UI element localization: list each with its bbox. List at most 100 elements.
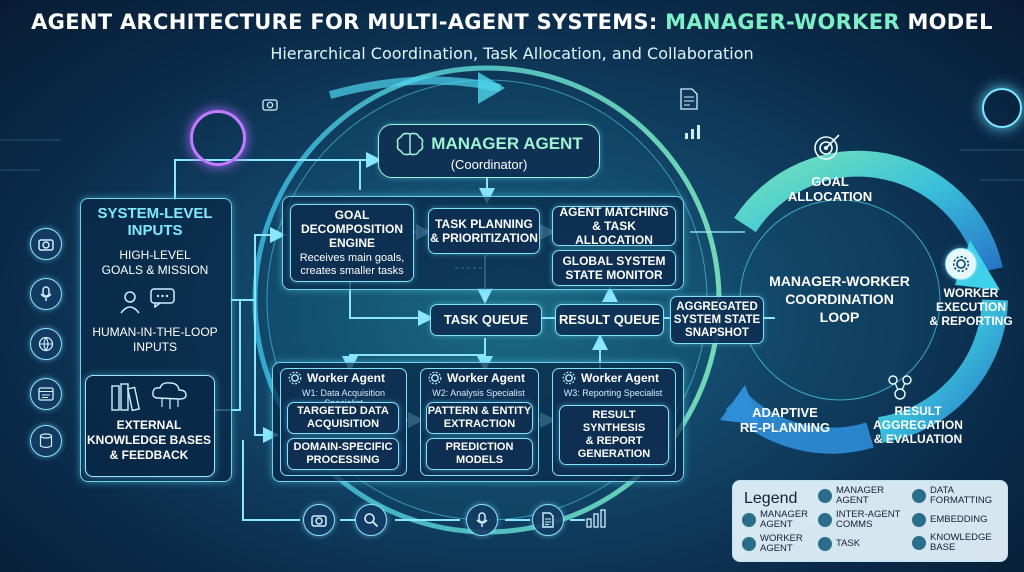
camera-icon bbox=[30, 228, 62, 260]
task-line: RESULT SYNTHESIS bbox=[582, 409, 646, 434]
legend-line: INTER-AGENT bbox=[836, 509, 901, 520]
goal-title-line: ENGINE bbox=[328, 236, 375, 250]
title-text-3: MODEL bbox=[899, 10, 993, 34]
matching-line: AGENT MATCHING bbox=[559, 205, 669, 219]
goals-line: HIGH-LEVEL bbox=[119, 248, 191, 262]
exec-line: WORKER bbox=[943, 286, 999, 300]
task-line: TARGETED DATA bbox=[297, 405, 389, 417]
state-snapshot-box: AGGREGATED SYSTEM STATE SNAPSHOT bbox=[670, 296, 764, 344]
task-planning-box: TASK PLANNING & PRIORITIZATION bbox=[428, 208, 540, 254]
title-text-1: AGENT ARCHITECTURE FOR MULTI-AGENT SYSTE… bbox=[31, 10, 666, 34]
agent-matching-box: AGENT MATCHING & TASK ALLOCATION bbox=[552, 205, 676, 247]
center-line: COORDINATION bbox=[785, 291, 894, 307]
worker-1-header: Worker Agent bbox=[288, 371, 385, 385]
worker-subtitle: W3: Reporting Specialist bbox=[563, 388, 663, 398]
browser-window-icon bbox=[30, 378, 62, 410]
center-line: MANAGER-WORKER bbox=[769, 273, 910, 289]
human-in-loop-label: HUMAN-IN-THE-LOOP INPUTS bbox=[80, 325, 230, 355]
globe-icon bbox=[30, 328, 62, 360]
person-icon bbox=[120, 290, 146, 318]
gear-icon bbox=[428, 371, 442, 385]
exec-line: & REPORTING bbox=[929, 314, 1013, 328]
page-title: AGENT ARCHITECTURE FOR MULTI-AGENT SYSTE… bbox=[0, 10, 1024, 34]
gear-icon bbox=[562, 371, 576, 385]
worker-gear-icon bbox=[945, 248, 977, 280]
goal-line: GOAL bbox=[811, 174, 849, 189]
loop-arc-top bbox=[734, 150, 1003, 273]
worker-legend-icon bbox=[742, 537, 756, 551]
global-state-monitor-box: GLOBAL SYSTEM STATE MONITOR bbox=[552, 250, 676, 286]
cloud-network-icon bbox=[150, 380, 190, 416]
chart-top-icon bbox=[684, 124, 702, 144]
result-aggregation-label: RESULT AGGREGATION & EVALUATION bbox=[868, 404, 968, 446]
task-line: EXTRACTION bbox=[443, 418, 516, 430]
legend-line: FORMATTING bbox=[930, 495, 993, 506]
top-arrow-head bbox=[478, 72, 505, 104]
agg-line: & EVALUATION bbox=[873, 432, 963, 446]
brain-icon bbox=[396, 132, 424, 155]
task-queue-box: TASK QUEUE bbox=[430, 304, 542, 336]
matching-line: & TASK ALLOCATION bbox=[575, 219, 653, 247]
legend-line: BASE bbox=[930, 542, 956, 553]
monitor-line: STATE MONITOR bbox=[565, 268, 663, 282]
heading-line: INPUTS bbox=[127, 222, 183, 239]
goals-line: GOALS & MISSION bbox=[101, 263, 209, 277]
snapshot-line: SYSTEM STATE bbox=[673, 313, 761, 326]
legend-line: AGENT bbox=[836, 495, 869, 506]
replan-line: ADAPTIVE bbox=[752, 405, 818, 420]
legend-line: TASK bbox=[836, 538, 861, 549]
worker-1-task-1: TARGETED DATA ACQUISITION bbox=[287, 402, 399, 434]
knowledge-bases-box bbox=[85, 375, 215, 477]
agg-line: RESULT bbox=[894, 404, 942, 418]
goal-decomposition-box: GOAL DECOMPOSITION ENGINE Receives main … bbox=[290, 204, 414, 282]
goal-desc-line: Receives main goals, bbox=[299, 252, 405, 264]
legend-panel bbox=[732, 480, 1008, 562]
bar-chart-icon bbox=[585, 508, 607, 532]
system-inputs-heading: SYSTEM-LEVEL INPUTS bbox=[80, 205, 230, 239]
goal-desc-line: creates smaller tasks bbox=[300, 265, 404, 277]
snapshot-line: AGGREGATED bbox=[676, 300, 758, 313]
task-line: PATTERN & ENTITY bbox=[427, 405, 532, 417]
title-highlight: MANAGER-WORKER bbox=[665, 10, 900, 34]
worker-3-task-1: RESULT SYNTHESIS & REPORT GENERATION bbox=[559, 405, 669, 465]
worker-2-task-1: PATTERN & ENTITY EXTRACTION bbox=[426, 402, 533, 434]
exec-line: EXECUTION bbox=[935, 300, 1006, 314]
worker-title: Worker Agent bbox=[307, 371, 386, 385]
legend-line: AGENT bbox=[760, 519, 793, 530]
camera-icon bbox=[303, 504, 335, 536]
manager-subtitle: (Coordinator) bbox=[450, 156, 528, 172]
aggregation-icon bbox=[885, 372, 917, 406]
legend-line: MANAGER bbox=[760, 509, 809, 520]
microphone-icon bbox=[466, 504, 498, 536]
heading-line: SYSTEM-LEVEL bbox=[97, 205, 213, 222]
task-line: MODELS bbox=[455, 454, 504, 466]
task-legend-icon bbox=[818, 537, 832, 551]
document-icon bbox=[532, 504, 564, 536]
center-line: LOOP bbox=[819, 309, 860, 325]
worker-2-header: Worker Agent bbox=[428, 371, 525, 385]
task-line: & REPORT bbox=[585, 435, 643, 447]
worker-title: Worker Agent bbox=[581, 371, 660, 385]
gear-icon bbox=[288, 371, 302, 385]
task-line: GENERATION bbox=[577, 448, 651, 460]
legend-line: EMBEDDING bbox=[930, 514, 988, 525]
worker-title: Worker Agent bbox=[447, 371, 526, 385]
worker-1-task-2: DOMAIN-SPECIFIC PROCESSING bbox=[287, 438, 399, 470]
manager-legend-icon bbox=[818, 489, 832, 503]
legend-item-task: TASK bbox=[818, 537, 860, 551]
replan-line: RE-PLANNING bbox=[739, 420, 831, 435]
legend-line: COMMS bbox=[836, 519, 873, 530]
legend-line: WORKER bbox=[760, 533, 803, 544]
small-camera-icon bbox=[262, 96, 278, 115]
legend-line: KNOWLEDGE bbox=[930, 532, 992, 543]
task-line: ACQUISITION bbox=[306, 418, 380, 430]
result-queue-box: RESULT QUEUE bbox=[555, 304, 664, 336]
worker-3-header: Worker Agent bbox=[562, 371, 659, 385]
manager-title: MANAGER AGENT bbox=[431, 133, 583, 153]
legend-line: AGENT bbox=[760, 543, 793, 554]
formatting-legend-icon bbox=[912, 489, 926, 503]
